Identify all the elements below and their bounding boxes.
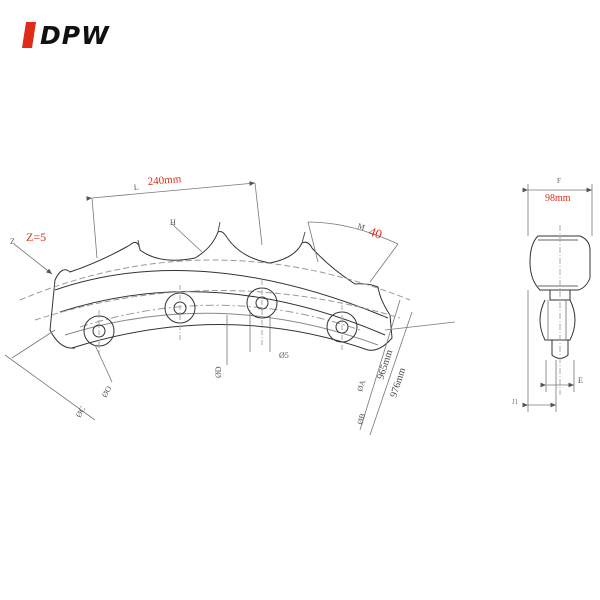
b-label: ØB (355, 412, 367, 425)
front-labels: L 240mm H Z Z=5 M 40 ØD Ø5 ØA 965mm ØB 9… (10, 173, 408, 426)
logo-mark-icon (22, 22, 36, 48)
f-label: F (557, 177, 561, 185)
front-dimensions (4, 181, 456, 436)
e-label: E (578, 376, 583, 385)
m-label: M (356, 221, 366, 232)
c-label: ØC (74, 405, 87, 419)
pitch-value: 240mm (147, 173, 182, 188)
logo-text: DPW (40, 20, 110, 50)
side-dimensions (522, 184, 593, 412)
brand-logo: DPW (22, 18, 110, 52)
d-label: ØD (214, 366, 223, 378)
a-label: ØA (355, 379, 367, 393)
j-label: J1 (512, 398, 519, 406)
body-mid-edge (59, 291, 386, 336)
m-value: 40 (367, 224, 384, 242)
body-outer-edge (54, 270, 389, 319)
segment-front-view (19, 221, 411, 355)
teeth-count-letter: Z (10, 237, 15, 246)
o-label: ØO (100, 384, 114, 399)
tooth-height-label: H (170, 218, 176, 227)
s-label: Ø5 (279, 351, 289, 360)
f-value: 98mm (545, 193, 571, 204)
side-labels: F 98mm E J1 (512, 177, 583, 406)
pitch-label: L (133, 183, 139, 192)
tooth-profile (54, 231, 391, 316)
teeth-count-value: Z=5 (26, 230, 46, 244)
segment-side-view (529, 225, 591, 395)
a-value: 965mm (375, 348, 395, 381)
body-inner-edge (71, 324, 369, 351)
